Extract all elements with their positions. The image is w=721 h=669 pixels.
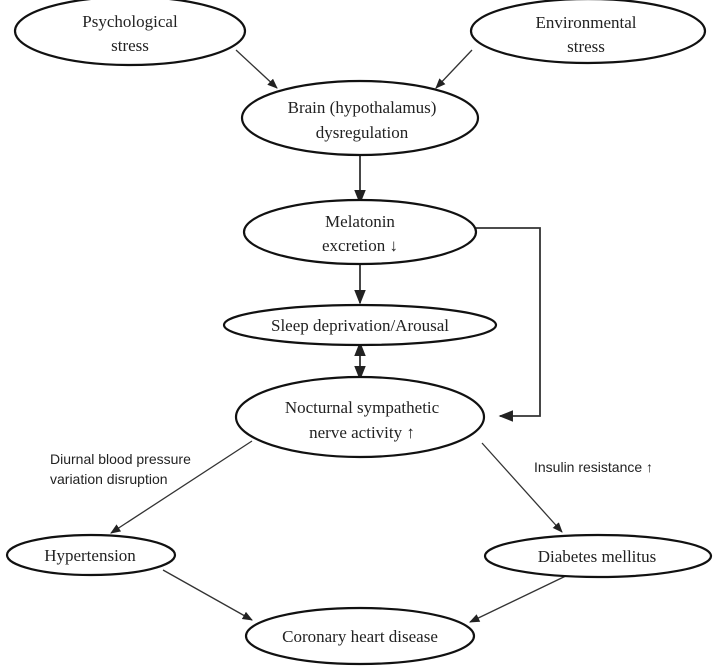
node-diabetes-mellitus: Diabetes mellitus bbox=[483, 533, 713, 579]
node-label-line: Hypertension bbox=[44, 546, 136, 565]
node-label-line: Environmental bbox=[535, 13, 636, 32]
node-nocturnal-sympathetic: Nocturnal sympathetic nerve activity ↑ bbox=[234, 375, 486, 459]
edge-label-line: Diurnal blood pressure bbox=[50, 451, 191, 467]
node-label-line: Coronary heart disease bbox=[282, 627, 438, 646]
node-psychological-stress: Psychological stress bbox=[13, 0, 247, 67]
node-sleep-deprivation: Sleep deprivation/Arousal bbox=[222, 303, 498, 347]
edge-label-line: Insulin resistance ↑ bbox=[534, 459, 653, 475]
node-label-line: Diabetes mellitus bbox=[538, 547, 657, 566]
edge-nocturnal-to-diabetes bbox=[481, 442, 563, 533]
node-label-line: dysregulation bbox=[316, 123, 409, 142]
edge-melatonin-to-nocturnal bbox=[476, 227, 541, 422]
node-environmental-stress: Environmental stress bbox=[469, 0, 707, 65]
node-label-line: Sleep deprivation/Arousal bbox=[271, 316, 449, 335]
node-label-line: nerve activity ↑ bbox=[309, 423, 415, 442]
node-label-line: Melatonin bbox=[325, 212, 395, 231]
node-coronary-heart-disease: Coronary heart disease bbox=[244, 606, 476, 666]
node-label-line: Psychological bbox=[82, 12, 178, 31]
edge-label-insulin-resistance: Insulin resistance ↑ bbox=[534, 459, 653, 475]
edge-environmental-to-brain bbox=[435, 49, 473, 89]
node-label-line: stress bbox=[567, 37, 605, 56]
node-label-line: excretion ↓ bbox=[322, 236, 398, 255]
node-hypertension: Hypertension bbox=[5, 533, 177, 577]
node-label-line: stress bbox=[111, 36, 149, 55]
edge-nocturnal-to-hypertension bbox=[110, 440, 253, 534]
edge-label-diurnal-bp: Diurnal blood pressure variation disrupt… bbox=[50, 451, 191, 487]
edge-hypertension-to-chd bbox=[162, 569, 253, 621]
node-melatonin-excretion: Melatonin excretion ↓ bbox=[242, 198, 478, 266]
node-brain-dysregulation: Brain (hypothalamus) dysregulation bbox=[240, 79, 480, 157]
node-label-line: Nocturnal sympathetic bbox=[285, 398, 440, 417]
edge-diabetes-to-chd bbox=[469, 572, 573, 623]
node-label-line: Brain (hypothalamus) bbox=[288, 98, 437, 117]
edge-psychological-to-brain bbox=[235, 49, 278, 89]
edge-label-line: variation disruption bbox=[50, 471, 168, 487]
